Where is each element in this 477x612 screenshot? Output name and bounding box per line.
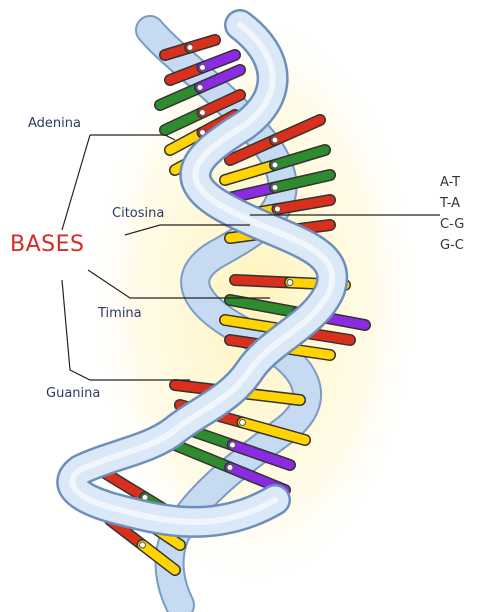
label-guanina: Guanina bbox=[46, 386, 100, 401]
hydrogen-bond-marker bbox=[200, 110, 206, 116]
hydrogen-bond-marker bbox=[230, 442, 236, 448]
hydrogen-bond-marker bbox=[200, 65, 206, 71]
label-timina: Timina bbox=[98, 306, 142, 321]
leader-line-bases-adenina bbox=[62, 135, 90, 230]
hydrogen-bond-marker bbox=[187, 45, 193, 51]
base-pair-list: A-T T-A C-G G-C bbox=[440, 172, 464, 256]
base-pair-rung bbox=[235, 280, 290, 283]
base-pair-at: A-T bbox=[440, 172, 464, 193]
hydrogen-bond-marker bbox=[275, 206, 281, 212]
hydrogen-bond-marker bbox=[272, 137, 278, 143]
base-pair-ta: T-A bbox=[440, 193, 464, 214]
base-pair-gc: G-C bbox=[440, 235, 464, 256]
hydrogen-bond-marker bbox=[272, 162, 278, 168]
hydrogen-bond-marker bbox=[227, 465, 233, 471]
hydrogen-bond-marker bbox=[240, 420, 246, 426]
hydrogen-bond-marker bbox=[272, 185, 278, 191]
hydrogen-bond-marker bbox=[287, 280, 293, 286]
base-pair-cg: C-G bbox=[440, 214, 464, 235]
hydrogen-bond-marker bbox=[140, 542, 146, 548]
hydrogen-bond-marker bbox=[197, 85, 203, 91]
label-adenina: Adenina bbox=[28, 116, 81, 131]
label-citosina: Citosina bbox=[112, 206, 164, 221]
label-bases: BASES bbox=[10, 232, 84, 257]
